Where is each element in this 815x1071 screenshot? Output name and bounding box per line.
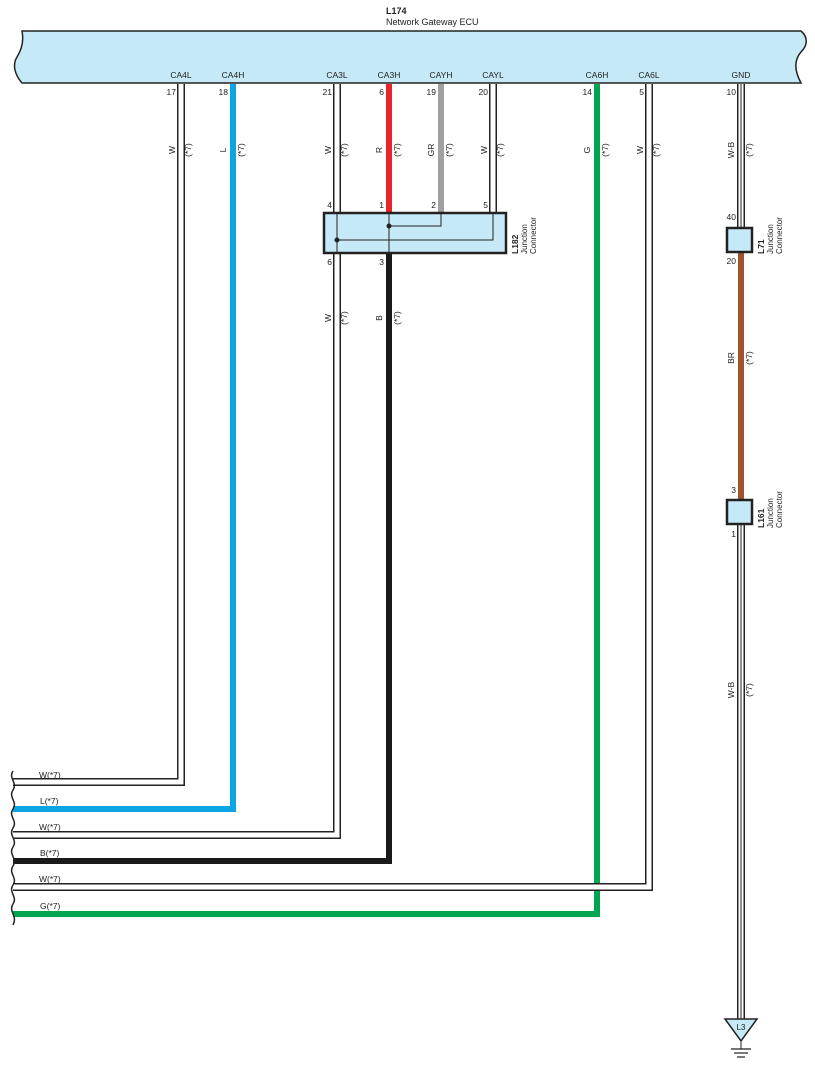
wire-note: (*7): [495, 143, 505, 157]
wire-note: (*7): [392, 143, 402, 157]
ecu-name: Network Gateway ECU: [386, 17, 479, 27]
wire-note: (*7): [236, 143, 246, 157]
wire-label: G: [582, 147, 592, 154]
ground-label: L3: [737, 1023, 746, 1032]
pin-label-cayl: CAYL: [482, 70, 504, 80]
left-wire-label: W(*7): [39, 822, 61, 832]
pin-label-cayh: CAYH: [430, 70, 453, 80]
ecu-pin-numbers: 17 18 21 6 19 20 14 5 10: [167, 87, 737, 97]
l182-type-line2: Connector: [529, 217, 538, 254]
wire-note: (*7): [339, 143, 349, 157]
l71-id: L71: [756, 239, 766, 254]
pin-number: 20: [727, 256, 737, 266]
l161-type-line1: Junction: [766, 498, 775, 528]
l182-id: L182: [510, 234, 520, 254]
left-wire-label: W(*7): [39, 874, 61, 884]
wire-w-l182-out: [13, 253, 341, 839]
pin-number: 6: [327, 257, 332, 267]
pin-label-ca4l: CA4L: [170, 70, 192, 80]
wire-note: (*7): [392, 311, 402, 325]
pin-number: 4: [327, 200, 332, 210]
pin-number: 2: [431, 200, 436, 210]
wire-label: W: [479, 146, 489, 154]
pin-number: 18: [219, 87, 229, 97]
wire-note: (*7): [651, 143, 661, 157]
wire-label: L: [218, 147, 228, 152]
pin-number: 20: [479, 87, 489, 97]
wire-l-ca4h: [13, 84, 236, 812]
wire-label: BR: [726, 352, 736, 364]
left-wire-labels: W(*7) L(*7) W(*7) B(*7) W(*7) G(*7): [39, 770, 61, 911]
wire-label: W-B: [726, 681, 736, 698]
l182-body: [322, 211, 508, 255]
pin-number: 1: [731, 529, 736, 539]
pin-number: 3: [731, 485, 736, 495]
wires: [13, 84, 745, 1019]
pin-number: 17: [167, 87, 177, 97]
pin-number: 21: [323, 87, 333, 97]
pin-label-ca3l: CA3L: [326, 70, 348, 80]
l71-type-line1: Junction: [766, 224, 775, 254]
left-wire-label: B(*7): [40, 848, 60, 858]
wire-note: (*7): [600, 143, 610, 157]
wire-label: GR: [426, 144, 436, 157]
l161-junction-connector: 3 1 L161 Junction Connector: [725, 485, 784, 539]
pin-number: 5: [483, 200, 488, 210]
pin-label-ca3h: CA3H: [378, 70, 401, 80]
wire-b-l182-out: [13, 253, 392, 864]
left-wire-label: L(*7): [40, 796, 59, 806]
wire-label: R: [374, 147, 384, 153]
l161-body: [725, 498, 754, 526]
wire-w-ca4l: [13, 84, 185, 786]
pin-label-ca6h: CA6H: [586, 70, 609, 80]
pin-number: 6: [379, 87, 384, 97]
pin-number: 14: [583, 87, 593, 97]
pin-number: 19: [427, 87, 437, 97]
pin-number: 5: [639, 87, 644, 97]
ground-symbol: L3: [723, 1018, 759, 1058]
l71-body: [725, 226, 754, 254]
wire-note: (*7): [339, 311, 349, 325]
wire-label: W: [635, 146, 645, 154]
wire-label: W: [323, 146, 333, 154]
l182-junction-connector: 4 1 2 5 6 3 L182 Junction Connector: [322, 200, 538, 267]
wire-label: B: [374, 315, 384, 321]
wire-note: (*7): [444, 143, 454, 157]
l161-id: L161: [756, 508, 766, 528]
wire-g-ca6h: [13, 84, 600, 917]
wire-note: (*7): [183, 143, 193, 157]
pin-number: 3: [379, 257, 384, 267]
wire-label: W-B: [726, 141, 736, 158]
left-break-bracket: [10, 770, 16, 926]
left-wire-label: W(*7): [39, 770, 61, 780]
ecu-pin-labels: CA4L CA4H CA3L CA3H CAYH CAYL CA6H CA6L …: [170, 70, 750, 80]
ecu-id: L174: [386, 6, 407, 16]
wire-note: (*7): [744, 351, 754, 365]
left-wire-label: G(*7): [40, 901, 60, 911]
pin-number: 40: [727, 212, 737, 222]
wire-label: W: [167, 146, 177, 154]
wire-note: (*7): [744, 143, 754, 157]
pin-number: 1: [379, 200, 384, 210]
wire-note: (*7): [744, 683, 754, 697]
l71-junction-connector: 40 20 L71 Junction Connector: [725, 212, 784, 266]
l161-type-line2: Connector: [775, 491, 784, 528]
pin-number: 10: [727, 87, 737, 97]
pin-label-gnd: GND: [732, 70, 751, 80]
wire-color-labels: W (*7) L (*7) W (*7) R (*7) GR (*7) W (*…: [167, 141, 754, 698]
l182-type-line1: Junction: [520, 224, 529, 254]
l71-type-line2: Connector: [775, 217, 784, 254]
pin-label-ca4h: CA4H: [222, 70, 245, 80]
pin-label-ca6l: CA6L: [638, 70, 660, 80]
wire-label: W: [323, 314, 333, 322]
ecu-body: [13, 30, 807, 84]
